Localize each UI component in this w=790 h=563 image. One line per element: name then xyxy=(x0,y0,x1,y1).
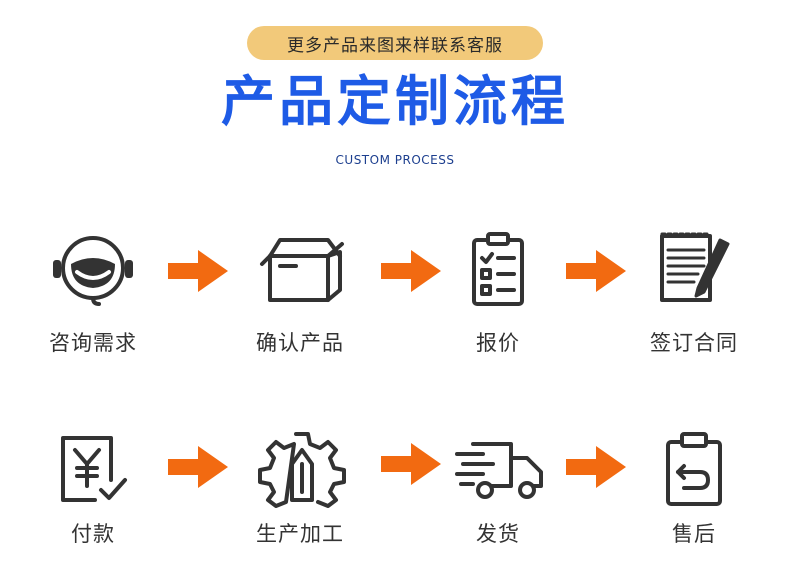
banner-pill: 更多产品来图来样联系客服 xyxy=(247,26,543,60)
banner-text: 更多产品来图来样联系客服 xyxy=(287,35,503,56)
arrow-right-icon xyxy=(566,250,626,292)
page-subtitle: CUSTOM PROCESS xyxy=(335,153,455,167)
step-label: 生产加工 xyxy=(256,522,344,546)
step-label: 发货 xyxy=(476,522,520,546)
delivery-truck-icon xyxy=(455,430,547,508)
headset-icon xyxy=(47,230,139,308)
step-label: 签订合同 xyxy=(650,331,738,355)
arrow-right-icon xyxy=(566,446,626,488)
return-clipboard-icon xyxy=(648,430,740,508)
page-title: 产品定制流程 xyxy=(221,70,569,133)
arrow-right-icon xyxy=(168,446,228,488)
arrow-right-icon xyxy=(168,250,228,292)
yen-payment-icon xyxy=(49,430,141,508)
gear-icon xyxy=(256,430,348,508)
step-label: 报价 xyxy=(476,331,520,355)
box-icon xyxy=(256,230,348,308)
clipboard-checklist-icon xyxy=(452,230,544,308)
arrow-right-icon xyxy=(381,443,441,485)
step-label: 售后 xyxy=(672,522,716,546)
step-label: 确认产品 xyxy=(256,331,344,355)
arrow-right-icon xyxy=(381,250,441,292)
step-label: 付款 xyxy=(71,522,115,546)
step-label: 咨询需求 xyxy=(49,331,137,355)
contract-pen-icon xyxy=(648,230,740,308)
